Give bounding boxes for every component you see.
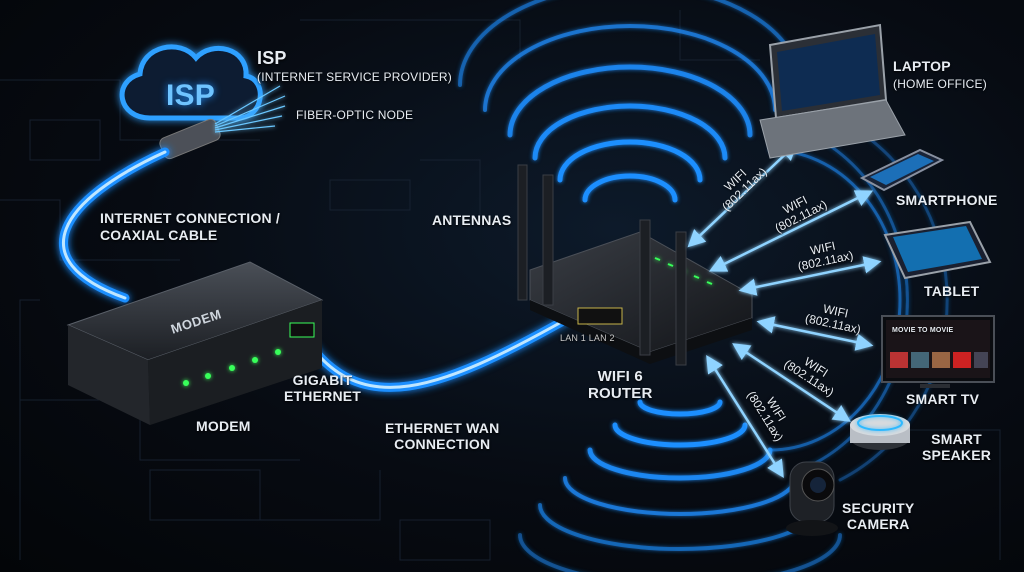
router-line-2: ROUTER: [588, 385, 653, 402]
fiber-optic-node-label: FIBER-OPTIC NODE: [296, 108, 414, 122]
security-camera-device: [786, 461, 838, 536]
tablet-label: TABLET: [924, 283, 980, 299]
isp-title: ISP: [257, 48, 287, 68]
security-camera-label: SECURITY CAMERA: [842, 500, 914, 532]
wifi-link-arrows: [687, 142, 882, 478]
lan-ports-label: LAN 1 LAN 2: [560, 333, 615, 343]
eth-wan-line-2: CONNECTION: [394, 436, 491, 452]
isp-cloud: [119, 44, 263, 121]
ethernet-wan-label: ETHERNET WAN CONNECTION: [385, 420, 499, 452]
router-line-1: WIFI 6: [597, 368, 643, 385]
isp-subtitle: (INTERNET SERVICE PROVIDER): [257, 70, 452, 84]
router-label: WIFI 6 ROUTER: [588, 368, 653, 402]
smart-tv-label: SMART TV: [906, 391, 980, 407]
gigabit-line-1: GIGABIT: [292, 372, 353, 388]
antennas-label: ANTENNAS: [432, 212, 512, 228]
circuit-background: [0, 10, 1001, 561]
camera-line-1: SECURITY: [842, 500, 915, 516]
tv-screen-title: MOVIE TO MOVIE: [892, 327, 954, 334]
smart-speaker-label: SMART SPEAKER: [922, 431, 991, 463]
coaxial-cable-label: COAXIAL CABLE: [100, 227, 218, 243]
smart-tv-device: [881, 315, 995, 388]
speaker-line-1: SMART: [931, 431, 982, 447]
smartphone-device: [859, 148, 945, 192]
gigabit-ethernet-label: GIGABIT ETHERNET: [284, 372, 361, 404]
eth-wan-line-1: ETHERNET WAN: [385, 420, 500, 436]
cloud-label: ISP: [166, 79, 215, 112]
camera-line-2: CAMERA: [846, 516, 910, 532]
tablet-device: [883, 220, 992, 280]
laptop-label: LAPTOP: [893, 58, 951, 74]
router-device: [517, 164, 753, 366]
gigabit-line-2: ETHERNET: [284, 388, 362, 404]
modem-device: [66, 261, 324, 425]
internet-connection-label: INTERNET CONNECTION /: [100, 210, 280, 226]
smart-speaker-device: [850, 414, 910, 450]
modem-label: MODEM: [196, 418, 251, 434]
laptop-device: [759, 23, 906, 159]
smartphone-label: SMARTPHONE: [896, 192, 998, 208]
laptop-sublabel: (HOME OFFICE): [893, 77, 987, 91]
speaker-line-2: SPEAKER: [922, 447, 992, 463]
